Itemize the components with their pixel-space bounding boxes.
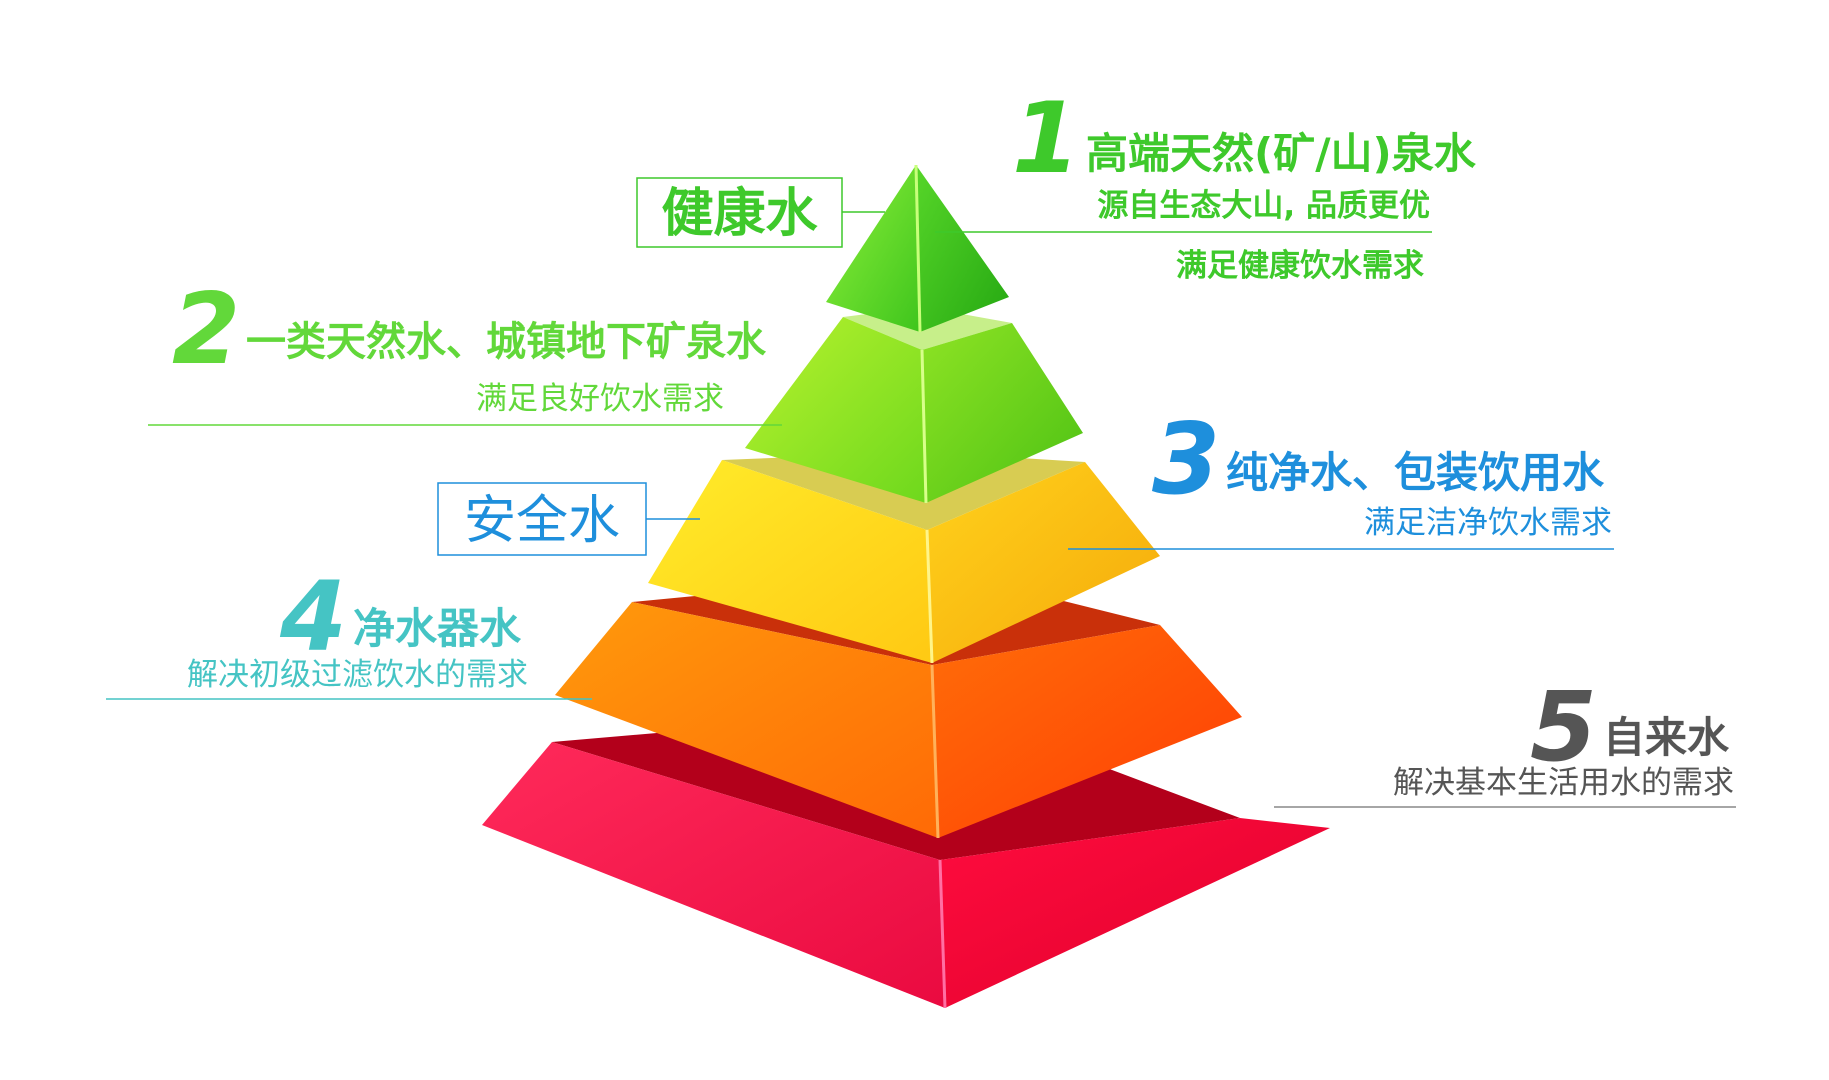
tier-5-left-face	[482, 742, 945, 1008]
tier-1-number: 1	[1012, 82, 1080, 196]
tier-5-right-face	[940, 818, 1330, 1008]
tier-1-annotation: 1 高端天然(矿/山)泉水 源自生态大山, 品质更优 满足健康饮水需求	[935, 82, 1477, 284]
tier-2-edge	[920, 349, 928, 504]
tier-4-title: 净水器水	[353, 604, 522, 653]
tier-4-number: 4	[279, 561, 347, 673]
healthy-water-box: 健康水	[636, 177, 885, 248]
tier-2-right-face	[922, 323, 1083, 503]
tier-3-right-face	[927, 462, 1160, 663]
pyramid-tier-1	[826, 164, 1009, 333]
tier-3-number: 3	[1152, 403, 1220, 517]
tier-1-desc-1: 源自生态大山, 品质更优	[1097, 188, 1430, 224]
safe-water-box: 安全水	[437, 482, 700, 556]
tier-4-annotation: 4 净水器水 解决初级过滤饮水的需求	[106, 561, 592, 700]
tier-1-left-face	[826, 165, 920, 332]
tier-1-edge	[914, 164, 922, 333]
tier-1-right-face	[916, 165, 1009, 332]
tier-3-title: 纯净水、包装饮用水	[1226, 448, 1605, 497]
tier-5-edge	[938, 859, 947, 1009]
tier-5-number: 5	[1530, 671, 1597, 783]
safe-water-label: 安全水	[464, 491, 620, 551]
tier-3-left-face	[648, 460, 932, 663]
tier-4-left-face	[555, 602, 938, 838]
tier-5-annotation: 5 自来水 解决基本生活用水的需求	[1274, 671, 1736, 808]
tier-2-desc-1: 满足良好饮水需求	[476, 381, 724, 417]
tier-3-edge	[925, 529, 934, 664]
healthy-water-box-frame	[636, 177, 843, 248]
tier-3-annotation: 3 纯净水、包装饮用水 满足洁净饮水需求	[1068, 403, 1614, 550]
tier-2-number: 2	[172, 273, 240, 387]
tier-4-edge	[930, 664, 940, 839]
tier-5-title: 自来水	[1603, 713, 1730, 762]
tier-2-title: 一类天然水、城镇地下矿泉水	[246, 319, 767, 365]
pyramid	[482, 164, 1330, 1009]
tier-2-left-face	[745, 317, 926, 503]
tier-2-annotation: 2 一类天然水、城镇地下矿泉水 满足良好饮水需求	[148, 273, 782, 426]
tier-5-desc-1: 解决基本生活用水的需求	[1393, 765, 1734, 801]
tier-1-title: 高端天然(矿/山)泉水	[1086, 129, 1477, 178]
tier-4-desc-1: 解决初级过滤饮水的需求	[187, 657, 528, 693]
healthy-water-label: 健康水	[661, 184, 818, 244]
tier-4-right-face	[932, 625, 1242, 838]
tier-1-desc-2: 满足健康饮水需求	[1176, 248, 1424, 284]
safe-water-box-frame	[437, 482, 647, 556]
tier-3-desc-1: 满足洁净饮水需求	[1364, 505, 1612, 541]
